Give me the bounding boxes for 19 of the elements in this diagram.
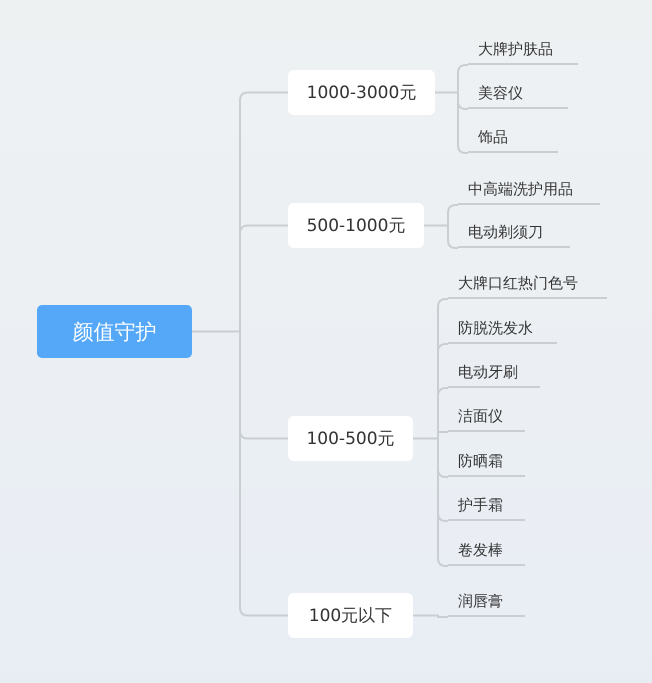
item-label: 防脱洗发水 [448,314,557,344]
item-label: 卷发棒 [448,536,525,566]
item-label: 饰品 [468,123,558,153]
item-label: 中高端洗护用品 [458,175,600,205]
item-label: 电动牙刷 [448,358,540,388]
connector-line [413,614,448,618]
item-label: 防晒霜 [448,447,525,477]
item-label: 洁面仪 [448,402,525,432]
item-label: 润唇膏 [448,587,525,617]
item-label: 大牌口红热门色号 [448,269,607,299]
root-box: 颜值守护 [37,305,192,358]
category-box: 100元以下 [288,593,413,638]
item-label: 护手霜 [448,491,525,521]
category-box: 1000-3000元 [288,70,435,115]
item-label: 美容仪 [468,79,568,109]
item-label: 大牌护肤品 [468,35,578,65]
item-label: 电动剃须刀 [458,218,570,248]
category-box: 500-1000元 [288,203,424,248]
category-box: 100-500元 [288,416,413,461]
